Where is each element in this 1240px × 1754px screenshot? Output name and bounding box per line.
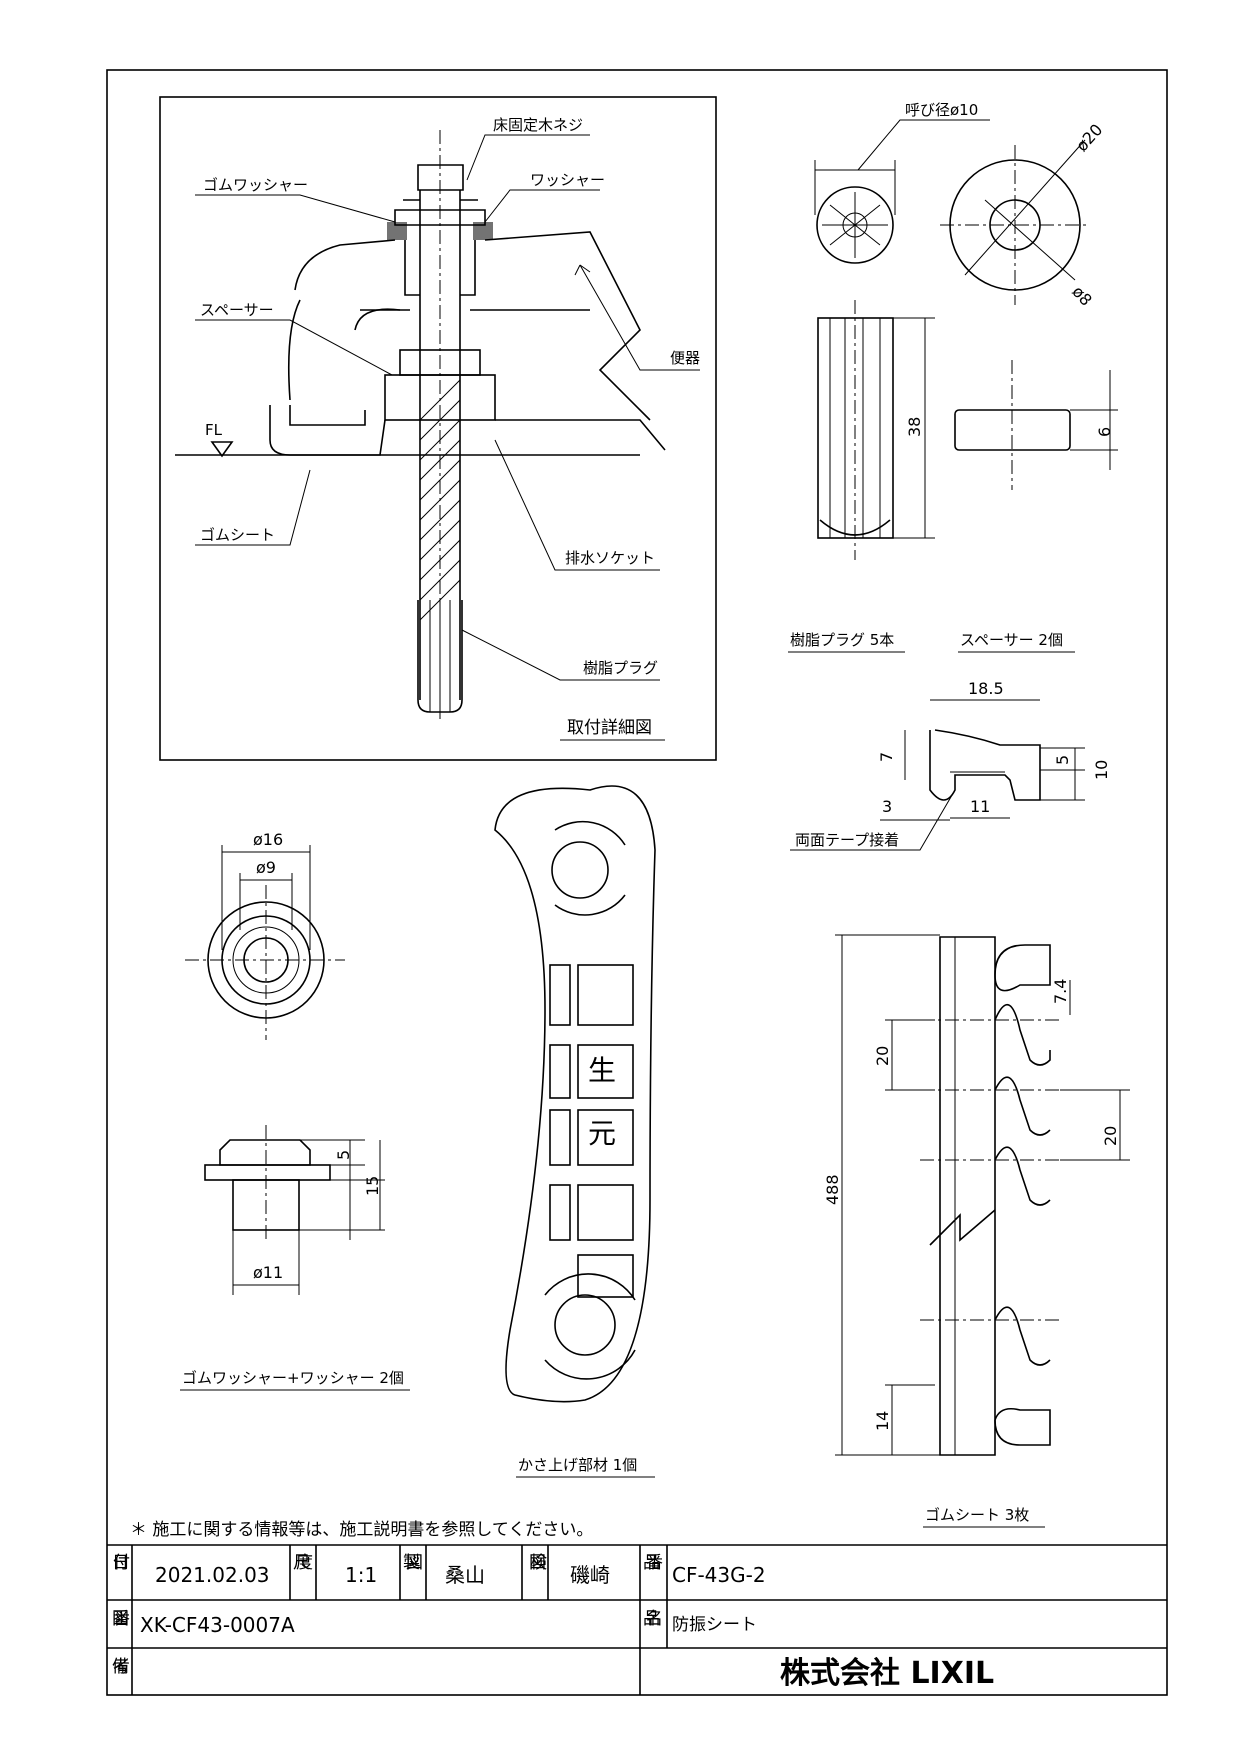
detail-title: 取付詳細図	[567, 718, 652, 738]
resin-plug-label: 樹脂プラグ	[583, 659, 658, 677]
p20a-dim: 20	[873, 1046, 892, 1066]
d9-dim: ø9	[256, 858, 276, 877]
washer-views: ø16 ø9 5 15 ø11 ゴムワッシャー+ワッシャー 2個	[180, 830, 410, 1391]
date-label: 日付	[112, 1553, 130, 1573]
p20b-dim: 20	[1101, 1126, 1120, 1146]
checked-label: 検図	[529, 1553, 547, 1573]
date-value: 2021.02.03	[155, 1563, 270, 1587]
w3-dim: 3	[882, 797, 892, 816]
l488-dim: 488	[823, 1174, 842, 1205]
rubber-washer-label: ゴムワッシャー	[203, 176, 308, 194]
sheet-caption: ゴムシート 3枚	[925, 1506, 1029, 1524]
p74-dim: 7.4	[1051, 979, 1070, 1004]
spacer-caption: スペーサー 2個	[960, 631, 1063, 649]
remarks-label: 備考	[112, 1657, 130, 1677]
part-no-value: CF-43G-2	[672, 1563, 766, 1587]
tape-note: 両面テープ接着	[795, 831, 899, 849]
installation-detail-view: FL 床固定木ネジ ゴムワッシャー ワッシャー スペーサー 便器 ゴムシート 排…	[159, 96, 717, 761]
part-name-value: 防振シート	[672, 1615, 757, 1635]
lift-part-view: 生 元 かさ上げ部材 1個	[494, 785, 656, 1478]
resin-plug-views: 呼び径ø10 38 樹脂プラグ 5本	[788, 101, 990, 653]
floor-screw-label: 床固定木ネジ	[493, 116, 583, 134]
washer-label: ワッシャー	[530, 171, 605, 189]
thk6-dim: 6	[1095, 427, 1114, 437]
toilet-label: 便器	[670, 349, 700, 367]
lift-mark-bottom: 元	[588, 1117, 616, 1150]
h7-dim: 7	[877, 752, 896, 762]
h10-dim: 10	[1092, 760, 1111, 780]
sheet-profile: 18.5 10 5 7 3 11 両面テープ接着	[790, 679, 1111, 851]
rubber-sheet-view: 488 20 20 7.4 14 ゴムシート 3枚	[823, 934, 1130, 1528]
part-no-label: 品番	[643, 1553, 663, 1573]
drawing-no-label: 図番	[112, 1609, 130, 1629]
nominal-dim: 呼び径ø10	[905, 101, 978, 119]
part-name-label: 品名	[643, 1609, 663, 1629]
drain-socket-label: 排水ソケット	[565, 549, 655, 567]
drawing-frame	[106, 69, 1168, 1696]
scale-value: 1:1	[345, 1563, 377, 1587]
company-name: 株式会社 LIXIL	[780, 1656, 994, 1691]
d16-dim: ø16	[253, 830, 283, 849]
rubber-sheet-label: ゴムシート	[200, 526, 275, 544]
spacer-label: スペーサー	[200, 301, 274, 319]
p14-dim: 14	[873, 1411, 892, 1431]
drawing-no-value: XK-CF43-0007A	[140, 1613, 295, 1637]
h15-dim: 15	[363, 1176, 382, 1196]
d8-dim: ø8	[1068, 282, 1095, 310]
washer-caption: ゴムワッシャー+ワッシャー 2個	[182, 1369, 404, 1387]
lift-mark-top: 生	[588, 1054, 616, 1087]
d20-dim: ø20	[1072, 120, 1106, 155]
d11-dim: ø11	[253, 1263, 283, 1282]
w185-dim: 18.5	[968, 679, 1004, 698]
title-block: 日付 2021.02.03 尺度 1:1 製図 桑山 検図 磯崎 品番 CF-4…	[107, 1544, 1167, 1695]
plug-caption: 樹脂プラグ 5本	[790, 631, 894, 649]
lift-caption: かさ上げ部材 1個	[518, 1456, 637, 1474]
checked-by: 磯崎	[570, 1563, 610, 1587]
h5b-dim: 5	[334, 1150, 353, 1160]
drawn-label: 製図	[403, 1553, 423, 1573]
w11-dim: 11	[970, 797, 990, 816]
scale-label: 尺度	[293, 1553, 313, 1573]
h5-dim: 5	[1053, 755, 1072, 765]
drawn-by: 桑山	[445, 1563, 485, 1587]
spacer-views: ø20 ø8 6 スペーサー 2個	[940, 120, 1118, 653]
fl-label: FL	[205, 421, 223, 439]
len38-dim: 38	[905, 417, 924, 437]
general-note: ＊ 施工に関する情報等は、施工説明書を参照してください。	[130, 1520, 593, 1540]
